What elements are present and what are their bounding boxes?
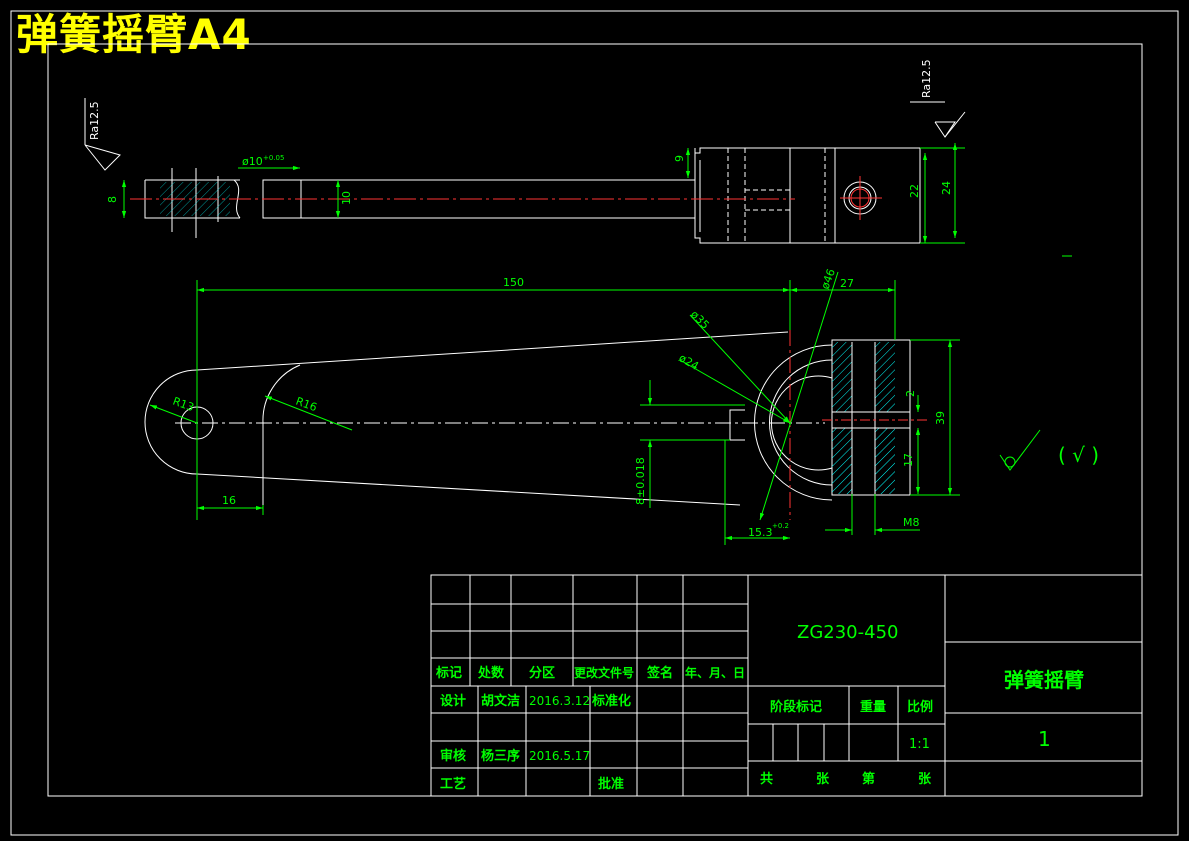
tb-part-name: 弹簧摇臂 (1004, 668, 1084, 692)
inner-border (47, 43, 1143, 797)
dim-39-label: 39 (934, 411, 947, 425)
dim-8-label: 8 (106, 196, 119, 203)
tb-design-date: 2016.3.12 (529, 694, 590, 708)
title-block-text: 标记 处数 分区 更改文件号 签名 年、月、日 设计 胡文洁 2016.3.12… (435, 622, 1084, 792)
dim-15-3-label: 15.3 (748, 526, 773, 539)
tb-page-label: 第 (862, 771, 875, 787)
dim-16-label: 16 (222, 494, 236, 507)
tb-reviewer: 杨三序 (481, 748, 520, 764)
sheet-title: 弹簧摇臂A4 (16, 10, 252, 59)
tb-col-zone: 分区 (529, 665, 555, 681)
dim-pin-dia-label: ø10 (242, 155, 263, 168)
roughness-left-label: Ra12.5 (88, 101, 101, 140)
dim-R16-label: R16 (294, 395, 319, 415)
tb-designer: 胡文洁 (481, 693, 520, 709)
tb-scale-value: 1:1 (909, 737, 930, 752)
tb-scale-label: 比例 (907, 699, 933, 715)
dim-150-label: 150 (503, 276, 524, 289)
dim-17-label: 17 (902, 453, 915, 467)
title-block (430, 574, 1143, 797)
tb-approve-label: 批准 (598, 776, 624, 792)
dim-2-label: 2 (904, 390, 917, 397)
dim-8tol-label: 8±0.018 (634, 457, 647, 505)
dim-R13-label: R13 (171, 395, 196, 415)
top-view: 8 ø10 +0.05 10 9 22 24 Ra12.5 Ra12.5 (84, 59, 966, 244)
tb-total-label: 共 (760, 771, 773, 787)
dim-15-3-tol-label: +0.2 (772, 522, 789, 530)
tb-review-date: 2016.5.17 (529, 749, 590, 763)
dim-22-label: 22 (908, 184, 921, 198)
tb-standardize: 标准化 (591, 693, 631, 709)
tb-col-date: 年、月、日 (685, 665, 745, 680)
tb-process-label: 工艺 (440, 776, 466, 792)
tb-col-qty: 处数 (477, 665, 505, 681)
dim-27-label: 27 (840, 277, 854, 290)
dim-M8-label: M8 (903, 516, 920, 529)
tb-col-sign: 签名 (646, 665, 673, 681)
dim-24-label: 24 (940, 181, 953, 195)
tb-sheet-label2: 张 (918, 772, 932, 787)
tb-col-docno: 更改文件号 (574, 665, 634, 680)
dim-dia46-label: ø46 (819, 267, 838, 291)
tb-weight: 重量 (860, 699, 886, 715)
dim-dia35-label: ø35 (688, 308, 712, 332)
outer-border (10, 10, 1179, 836)
roughness-note-label: ( √ ) (1058, 443, 1099, 467)
tb-drawing-no: 1 (1038, 727, 1051, 751)
tb-material: ZG230-450 (797, 622, 899, 643)
tb-stage-mark: 阶段标记 (770, 699, 822, 715)
front-view: 150 ø46 27 ø35 ø24 R13 R16 2 39 17 8±0.0… (144, 255, 1099, 545)
tb-sheets-label: 张 (816, 772, 830, 787)
tb-col-mark: 标记 (435, 665, 462, 681)
tb-review-label: 审核 (440, 748, 466, 764)
dim-pin-tol-label: +0.05 (263, 154, 284, 162)
dim-9-label: 9 (673, 155, 686, 162)
tb-design-label: 设计 (440, 693, 466, 709)
dim-10-label: 10 (340, 191, 353, 205)
roughness-right-label: Ra12.5 (920, 59, 933, 98)
